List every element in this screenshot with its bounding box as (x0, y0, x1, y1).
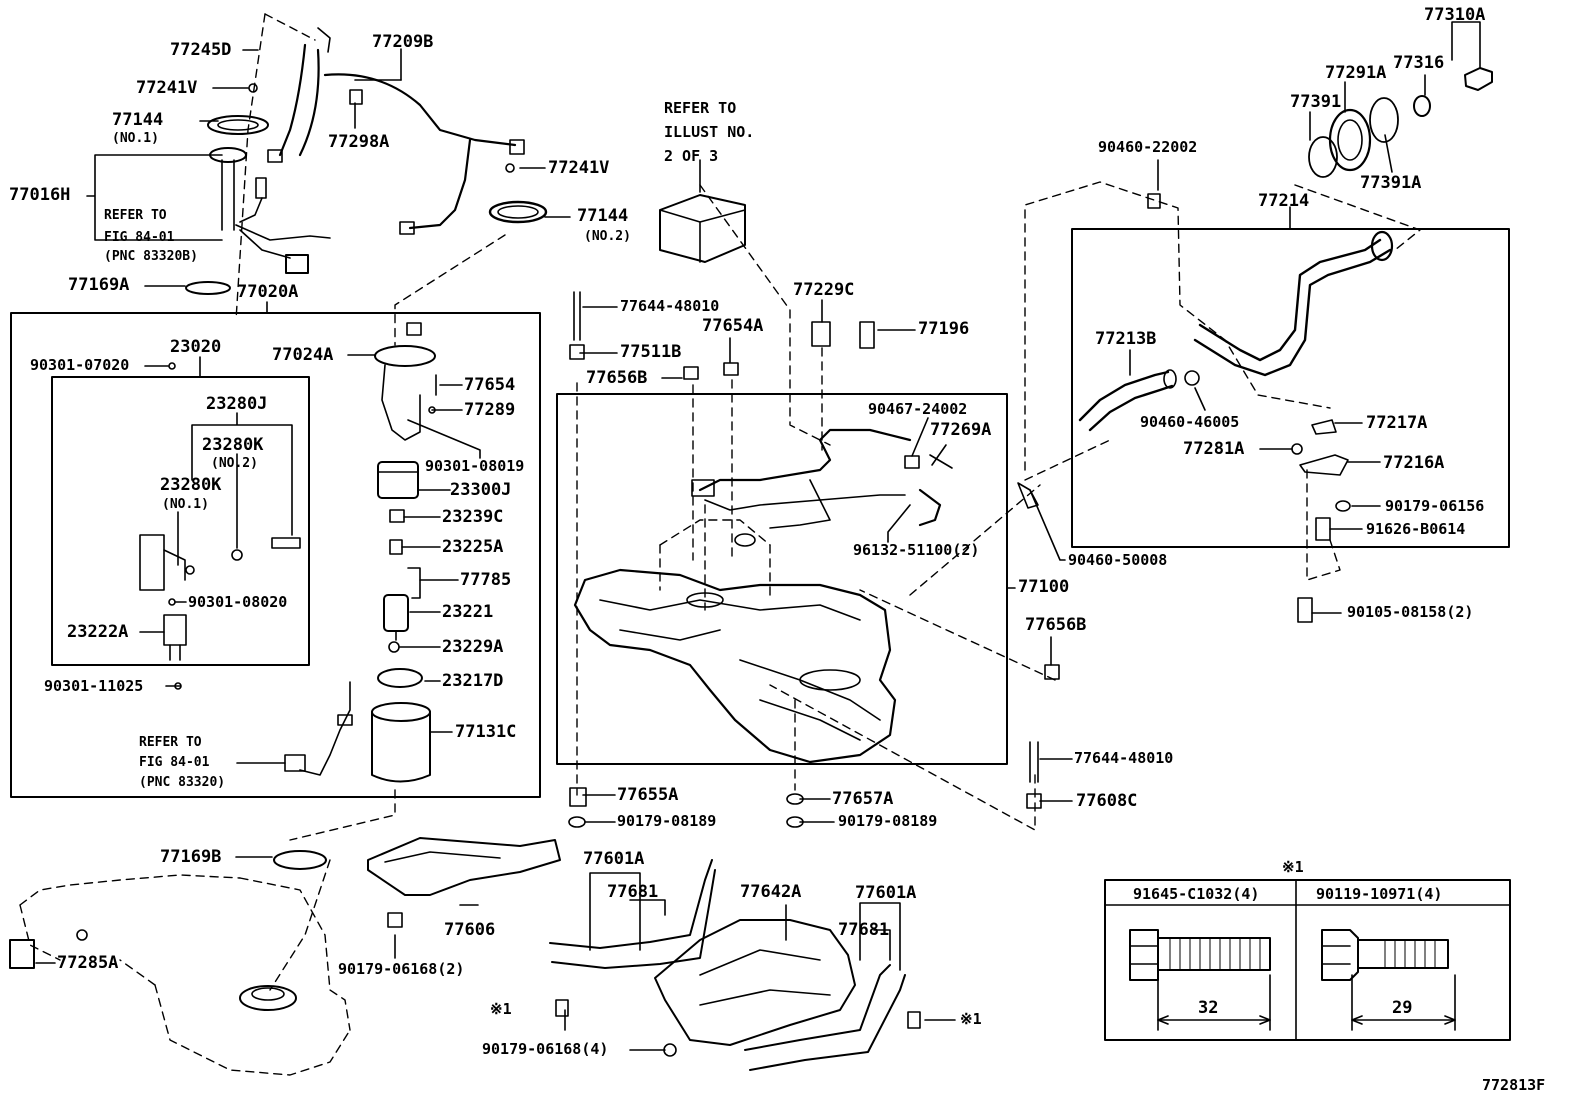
part-label-77608c[interactable]: 77608C (1076, 791, 1138, 811)
sender-subassembly-box (51, 376, 310, 666)
part-label-77024a[interactable]: 77024A (272, 345, 334, 365)
part-label-77241v-a[interactable]: 77241V (136, 78, 198, 98)
part-label-77169b[interactable]: 77169B (160, 847, 222, 867)
part-label-77100[interactable]: 77100 (1018, 577, 1070, 597)
part-label-23020[interactable]: 23020 (170, 337, 222, 357)
part-label-77214[interactable]: 77214 (1258, 191, 1310, 211)
pump-assembly-box (10, 312, 541, 798)
part-label-77644-48010-a[interactable]: 77644-48010 (620, 297, 720, 315)
refer-fig-upper-line1: REFER TO (104, 208, 167, 223)
part-label-90179-08189-b[interactable]: 90179-08189 (838, 812, 938, 830)
part-label-90467-24002[interactable]: 90467-24002 (868, 400, 968, 418)
mark-1-left: ※1 (490, 1000, 512, 1018)
part-label-77656b-a[interactable]: 77656B (586, 368, 648, 388)
part-label-23280k-no1-sub: (NO.1) (162, 497, 209, 512)
part-label-77298a[interactable]: 77298A (328, 132, 390, 152)
part-label-23229a[interactable]: 23229A (442, 637, 504, 657)
part-label-77213b[interactable]: 77213B (1095, 329, 1157, 349)
part-label-77642a[interactable]: 77642A (740, 882, 802, 902)
refer-note-line3: 2 OF 3 (664, 147, 719, 165)
part-label-96132-51100-2[interactable]: 96132-51100(2) (853, 541, 980, 559)
part-label-77269a[interactable]: 77269A (930, 420, 992, 440)
part-label-23217d[interactable]: 23217D (442, 671, 504, 691)
part-label-77144-no2[interactable]: 77144 (577, 206, 629, 226)
part-label-23280k-no1[interactable]: 23280K (160, 475, 222, 495)
part-label-77245d[interactable]: 77245D (170, 40, 232, 60)
part-label-23280k-no2[interactable]: 23280K (202, 435, 264, 455)
mark-1-right: ※1 (960, 1010, 982, 1028)
part-label-90301-07020[interactable]: 90301-07020 (30, 356, 130, 374)
part-label-90179-06168-4[interactable]: 90179-06168(4) (482, 1040, 609, 1058)
part-label-77644-48010-b[interactable]: 77644-48010 (1074, 749, 1174, 767)
part-label-77144-no2-sub: (NO.2) (584, 229, 631, 244)
part-label-23225a[interactable]: 23225A (442, 537, 504, 557)
part-label-77285a[interactable]: 77285A (57, 953, 119, 973)
part-label-77169a[interactable]: 77169A (68, 275, 130, 295)
part-label-77391a[interactable]: 77391A (1360, 173, 1422, 193)
refer-fig-lower-line1: REFER TO (139, 735, 202, 750)
part-label-90105-08158-2[interactable]: 90105-08158(2) (1347, 603, 1474, 621)
table-header-col2[interactable]: 90119-10971(4) (1316, 885, 1443, 903)
part-label-90301-08020[interactable]: 90301-08020 (188, 593, 288, 611)
part-label-90179-06156[interactable]: 90179-06156 (1385, 497, 1485, 515)
part-label-77681-left[interactable]: 77681 (607, 882, 659, 902)
fastener-table (1104, 879, 1511, 1041)
part-label-77785[interactable]: 77785 (460, 570, 512, 590)
part-label-77289[interactable]: 77289 (464, 400, 516, 420)
part-label-77657a[interactable]: 77657A (832, 789, 894, 809)
part-label-77131c[interactable]: 77131C (455, 722, 517, 742)
part-label-77229c[interactable]: 77229C (793, 280, 855, 300)
part-label-23239c[interactable]: 23239C (442, 507, 504, 527)
part-label-77209b[interactable]: 77209B (372, 32, 434, 52)
part-label-77391[interactable]: 77391 (1290, 92, 1342, 112)
table-dim-col2: 29 (1392, 998, 1413, 1018)
part-label-77016h[interactable]: 77016H (9, 185, 71, 205)
part-label-90301-08019[interactable]: 90301-08019 (425, 457, 525, 475)
part-label-77241v-b[interactable]: 77241V (548, 158, 610, 178)
part-label-77606[interactable]: 77606 (444, 920, 496, 940)
table-header-col1[interactable]: 91645-C1032(4) (1133, 885, 1260, 903)
part-label-90179-08189-a[interactable]: 90179-08189 (617, 812, 717, 830)
part-label-23222a[interactable]: 23222A (67, 622, 129, 642)
part-label-77281a[interactable]: 77281A (1183, 439, 1245, 459)
part-label-77316[interactable]: 77316 (1393, 53, 1445, 73)
part-label-23300j[interactable]: 23300J (450, 480, 512, 500)
refer-fig-upper-line2: FIG 84-01 (104, 230, 175, 245)
part-label-77656b-b[interactable]: 77656B (1025, 615, 1087, 635)
refer-note-line1: REFER TO (664, 99, 737, 117)
part-label-77144-no1[interactable]: 77144 (112, 110, 164, 130)
diagram-id: 772813F (1482, 1076, 1546, 1094)
refer-fig-lower-line2: FIG 84-01 (139, 755, 210, 770)
part-label-77654a[interactable]: 77654A (702, 316, 764, 336)
part-label-90460-50008[interactable]: 90460-50008 (1068, 551, 1168, 569)
part-label-77217a[interactable]: 77217A (1366, 413, 1428, 433)
table-mark: ※1 (1282, 858, 1304, 876)
part-label-90460-22002[interactable]: 90460-22002 (1098, 138, 1198, 156)
table-dim-col1: 32 (1198, 998, 1219, 1018)
part-label-77681-right[interactable]: 77681 (838, 920, 890, 940)
part-label-23280j[interactable]: 23280J (206, 394, 268, 414)
part-label-77144-no1-sub: (NO.1) (112, 131, 159, 146)
part-label-77020a[interactable]: 77020A (237, 282, 299, 302)
part-label-90460-46005[interactable]: 90460-46005 (1140, 413, 1240, 431)
part-label-77601a-right[interactable]: 77601A (855, 883, 917, 903)
part-label-90179-06168-2[interactable]: 90179-06168(2) (338, 960, 465, 978)
refer-fig-lower-line3: (PNC 83320) (139, 775, 226, 790)
part-label-77216a[interactable]: 77216A (1383, 453, 1445, 473)
part-label-77655a[interactable]: 77655A (617, 785, 679, 805)
part-label-91626-b0614[interactable]: 91626-B0614 (1366, 520, 1466, 538)
part-label-77196[interactable]: 77196 (918, 319, 970, 339)
part-label-77654[interactable]: 77654 (464, 375, 516, 395)
part-label-23221[interactable]: 23221 (442, 602, 494, 622)
part-label-90301-11025[interactable]: 90301-11025 (44, 677, 144, 695)
part-label-77511b[interactable]: 77511B (620, 342, 682, 362)
part-label-77601a-left[interactable]: 77601A (583, 849, 645, 869)
part-label-23280k-no2-sub: (NO.2) (211, 456, 258, 471)
refer-note-line2: ILLUST NO. (664, 123, 755, 141)
part-label-77310a[interactable]: 77310A (1424, 5, 1486, 25)
part-label-77291a[interactable]: 77291A (1325, 63, 1387, 83)
fuel-tank-box (556, 393, 1008, 765)
refer-fig-upper-line3: (PNC 83320B) (104, 249, 198, 264)
